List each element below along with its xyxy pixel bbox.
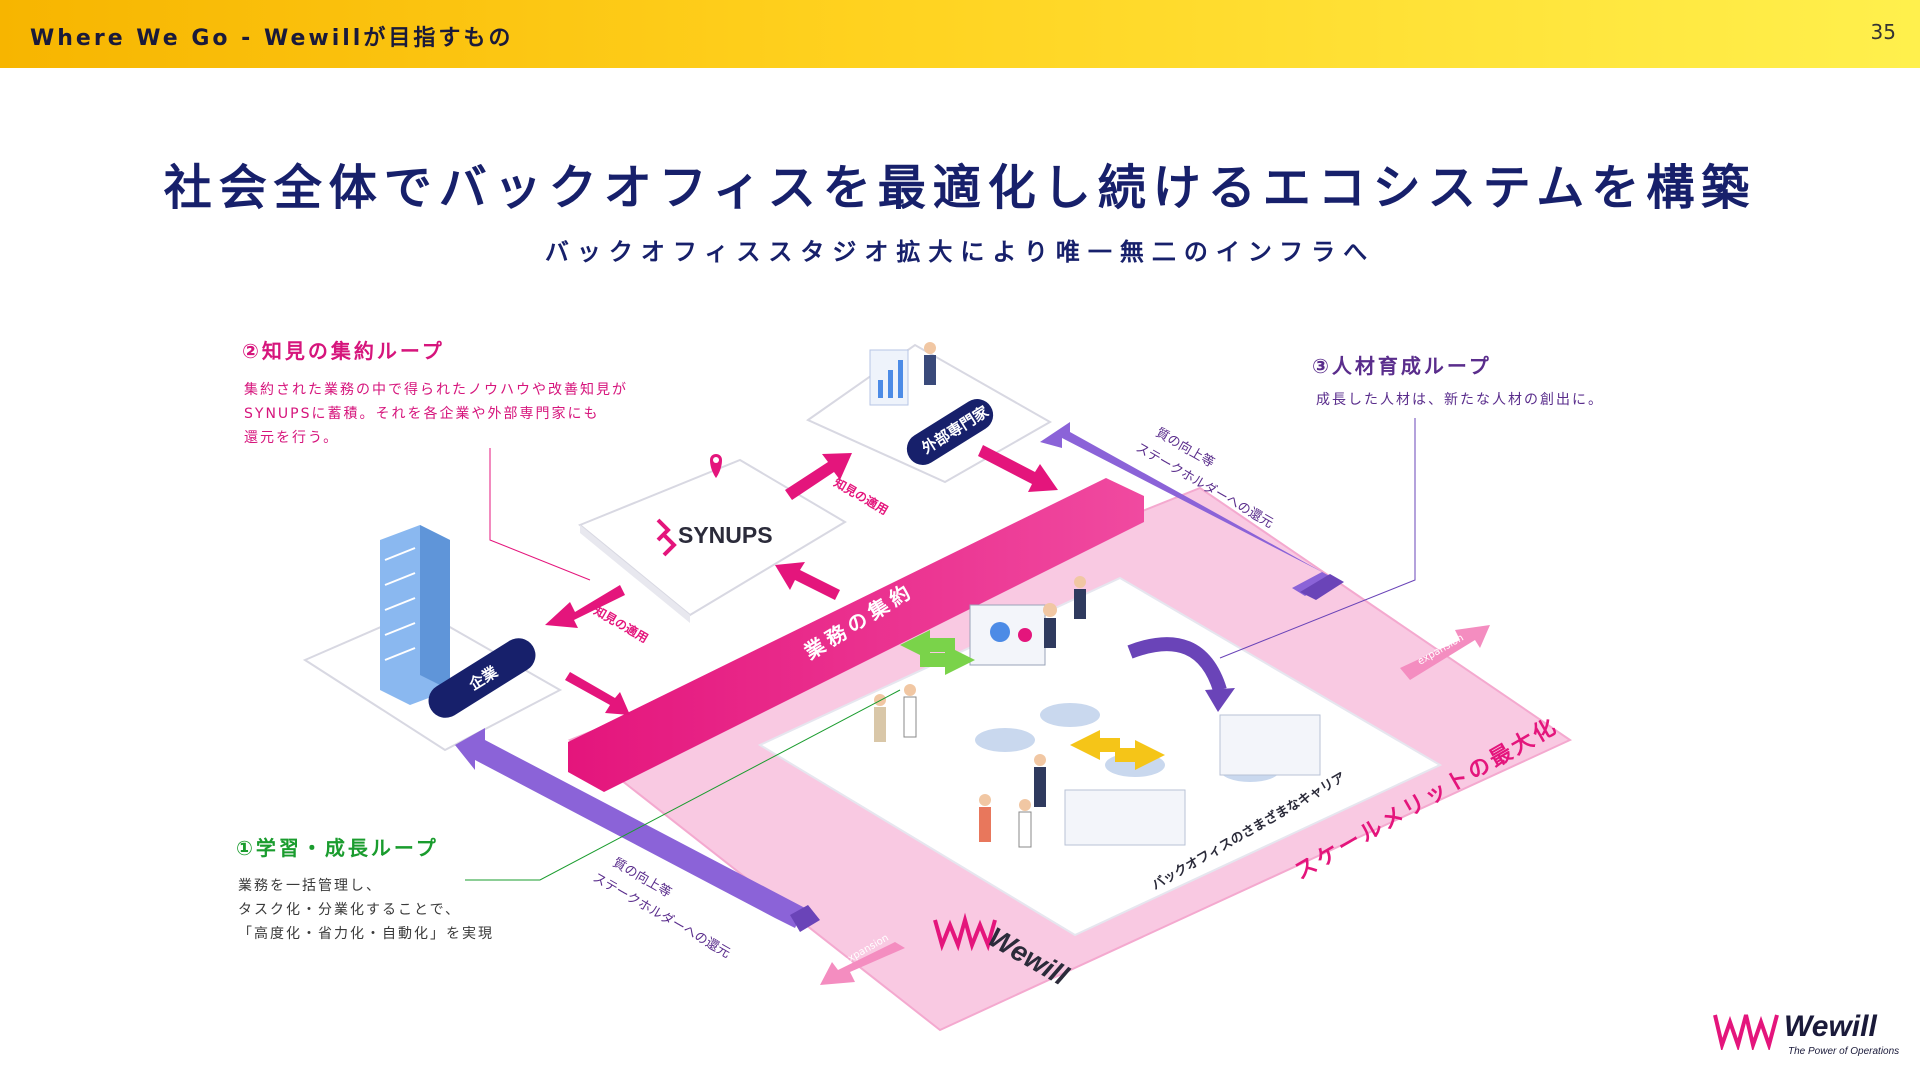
leader-line-learning — [465, 689, 901, 881]
expert-person-body — [924, 355, 936, 385]
knowledge-apply-lower-label: 知見の適用 — [591, 602, 651, 645]
knowledge-apply-upper-label: 知見の適用 — [831, 474, 891, 517]
synups-tile-side — [580, 525, 690, 623]
experts-label-pill — [906, 399, 994, 465]
talent-loop-line: 成長した人材は、新たな人材の創出に。 — [1316, 392, 1604, 408]
expansion-arrow-left — [820, 942, 905, 985]
office-scene-illustration — [874, 576, 1321, 848]
talent-loop-title: ③人材育成ループ — [1312, 354, 1492, 378]
wewill-mark-icon — [1713, 1014, 1779, 1050]
talent-loop-description: 成長した人材は、新たな人材の創出に。 — [1316, 388, 1604, 412]
arrow-synups-to-experts — [785, 453, 852, 500]
arrow-company-to-bar — [565, 672, 630, 715]
knowledge-loop-title: ②知見の集約ループ — [242, 339, 445, 363]
knowledge-loop-description: 集約された業務の中で得られたノウハウや改善知見が SYNUPSに蓄積。それを各企… — [244, 378, 628, 450]
header-title: Where We Go - Wewillが目指すもの — [30, 26, 514, 51]
learning-loop-description: 業務を一括管理し、 タスク化・分業化することで、 「高度化・省力化・自動化」を実… — [238, 874, 494, 946]
field-logo-mark-icon — [933, 912, 997, 952]
knowledge-loop-line: 還元を行う。 — [244, 430, 340, 446]
purple-arrow-lower-return — [790, 905, 820, 932]
page-subtitle: バックオフィススタジオ拡大により唯一無二のインフラへ — [544, 238, 1376, 266]
location-pin-dot — [713, 457, 719, 463]
office-building-icon — [380, 525, 450, 705]
leader-line-talent — [1219, 418, 1416, 659]
expert-person-head — [924, 342, 936, 354]
synups-mark-icon — [656, 518, 677, 557]
page-title: 社会全体でバックオフィスを最適化し続けるエコシステムを構築 — [163, 160, 1757, 216]
purple-arrow-upper — [1040, 422, 1333, 596]
arrow-bar-to-synups — [775, 562, 840, 600]
logo-tagline: The Power of Operations — [1788, 1046, 1900, 1057]
page-number: 35 — [1870, 20, 1896, 44]
chart-bar — [888, 370, 893, 398]
logo-word: Wewill — [1784, 1010, 1877, 1043]
learning-loop-title: ①学習・成長ループ — [236, 836, 439, 860]
purple-arrow-upper-return — [1300, 574, 1344, 600]
leader-line-knowledge — [489, 448, 591, 581]
purple-arrow-lower — [455, 728, 805, 928]
consolidation-bar — [568, 478, 1144, 792]
expansion-arrow-right — [1400, 625, 1490, 680]
arrow-experts-to-bar — [978, 445, 1058, 492]
learning-loop-line: タスク化・分業化することで、 — [238, 902, 462, 918]
learning-loop-line: 業務を一括管理し、 — [238, 878, 382, 894]
chart-bar — [878, 380, 883, 398]
company-label-pill — [428, 638, 536, 718]
synups-label: SYNUPS — [678, 522, 773, 548]
chart-bar — [898, 360, 903, 398]
learning-loop-line: 「高度化・省力化・自動化」を実現 — [238, 926, 494, 942]
knowledge-arrows — [545, 445, 1058, 715]
knowledge-loop-line: 集約された業務の中で得られたノウハウや改善知見が — [244, 382, 628, 398]
knowledge-loop-line: SYNUPSに蓄積。それを各企業や外部専門家にも — [244, 406, 600, 422]
arrow-synups-to-company — [545, 585, 625, 628]
header-bar: Where We Go - Wewillが目指すもの 35 — [0, 0, 1920, 68]
